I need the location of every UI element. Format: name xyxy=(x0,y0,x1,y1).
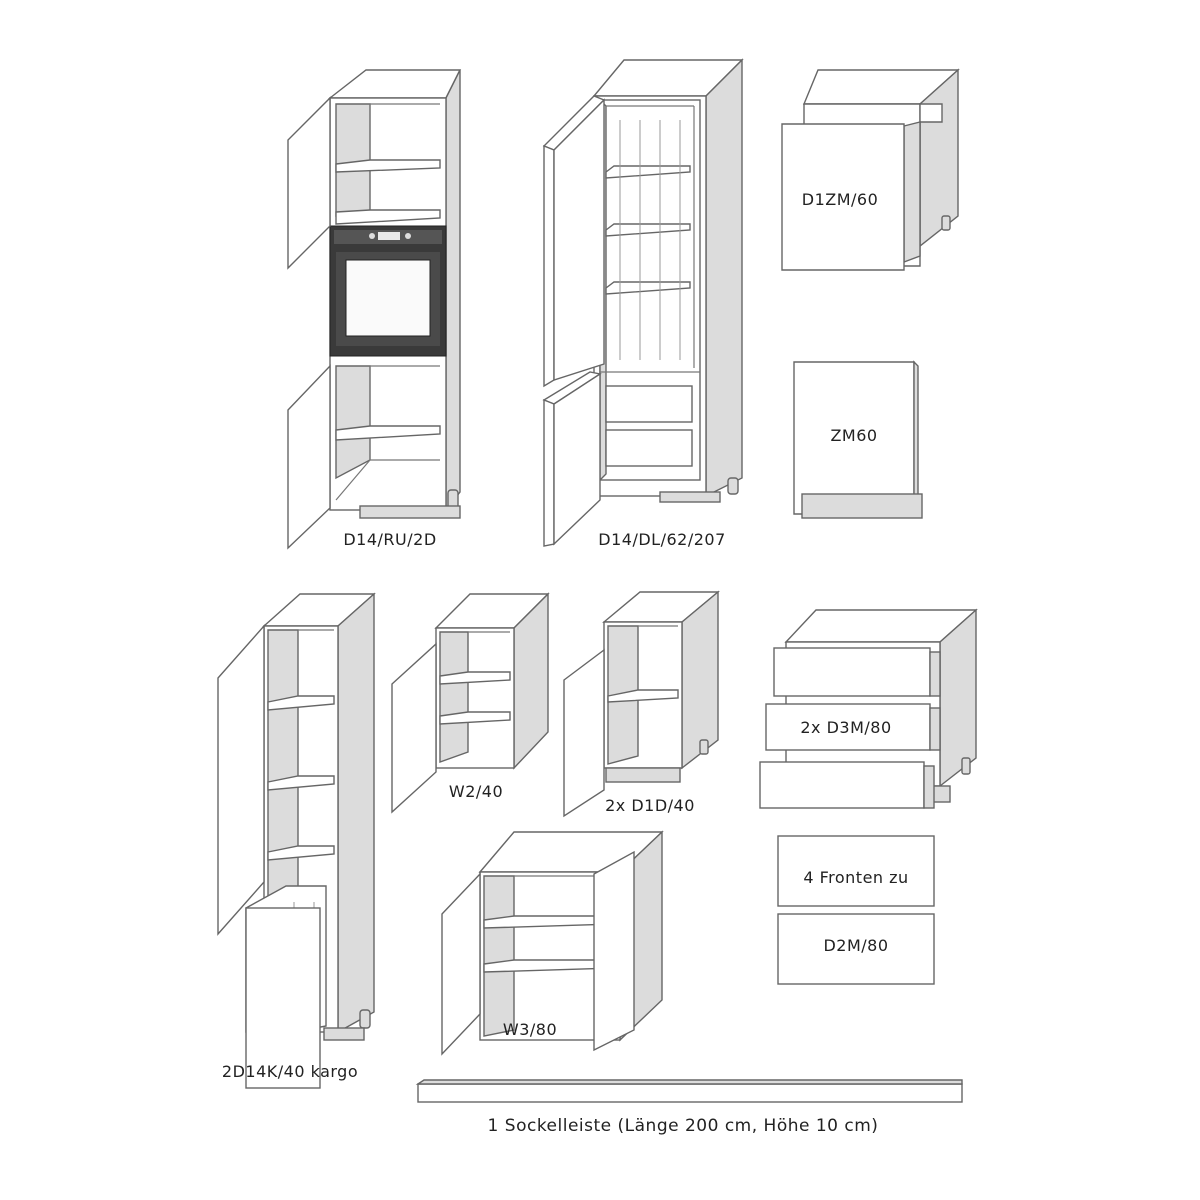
cabinet-2x-d1d-40-drawing xyxy=(563,590,720,818)
cabinet-w3-80: W3/80 xyxy=(438,830,666,1060)
label-d2m-80: D2M/80 xyxy=(823,936,889,955)
cabinet-d1zm-60: D1ZM/60 xyxy=(778,66,964,276)
label-zm60: ZM60 xyxy=(830,426,878,445)
cabinet-2x-d3m-80-drawing xyxy=(759,608,978,809)
panel-4-fronten-zu-drawing xyxy=(777,835,935,907)
cabinet-w2-40: W2/40 xyxy=(388,592,552,814)
cabinet-d14-ru-2d-drawing xyxy=(287,69,462,550)
label-d14-ru-2d: D14/RU/2D xyxy=(343,530,437,549)
cabinet-w3-80-drawing xyxy=(441,830,664,1056)
cabinet-2d14k-40-kargo: 2D14K/40 kargo xyxy=(214,592,384,1092)
label-2x-d3m-80: 2x D3M/80 xyxy=(800,718,892,737)
cabinet-2x-d3m-80: 2x D3M/80 xyxy=(756,608,982,814)
cabinet-w2-40-drawing xyxy=(391,592,550,814)
plinth-sockelleiste xyxy=(415,1078,966,1104)
label-d1zm-60: D1ZM/60 xyxy=(801,190,879,209)
panel-d2m-80-drawing xyxy=(777,913,935,985)
label-2x-d1d-40: 2x D1D/40 xyxy=(605,796,695,815)
panel-zm60: ZM60 xyxy=(790,360,930,520)
cabinet-2x-d1d-40: 2x D1D/40 xyxy=(560,590,724,820)
cabinet-d14-dl-62-207: D14/DL/62/207 xyxy=(540,58,760,560)
cabinet-d14-ru-2d: D14/RU/2D xyxy=(280,60,500,560)
cabinet-d1zm-60-drawing xyxy=(781,68,960,271)
panel-zm60-drawing xyxy=(793,360,923,519)
plinth-drawing xyxy=(415,1079,963,1103)
cabinet-2d14k-40-kargo-drawing xyxy=(217,592,376,1089)
label-2d14k-40-kargo: 2D14K/40 kargo xyxy=(221,1062,359,1081)
label-plinth: 1 Sockelleiste (Länge 200 cm, Höhe 10 cm… xyxy=(487,1116,879,1136)
panel-4-fronten-zu: 4 Fronten zu xyxy=(776,834,938,910)
label-w2-40: W2/40 xyxy=(448,782,504,801)
label-4-fronten-zu: 4 Fronten zu xyxy=(803,868,909,887)
label-w3-80: W3/80 xyxy=(502,1020,558,1039)
cabinet-d14-dl-62-207-drawing xyxy=(542,58,744,547)
panel-d2m-80: D2M/80 xyxy=(776,912,938,988)
label-d14-dl-62-207: D14/DL/62/207 xyxy=(598,530,726,549)
